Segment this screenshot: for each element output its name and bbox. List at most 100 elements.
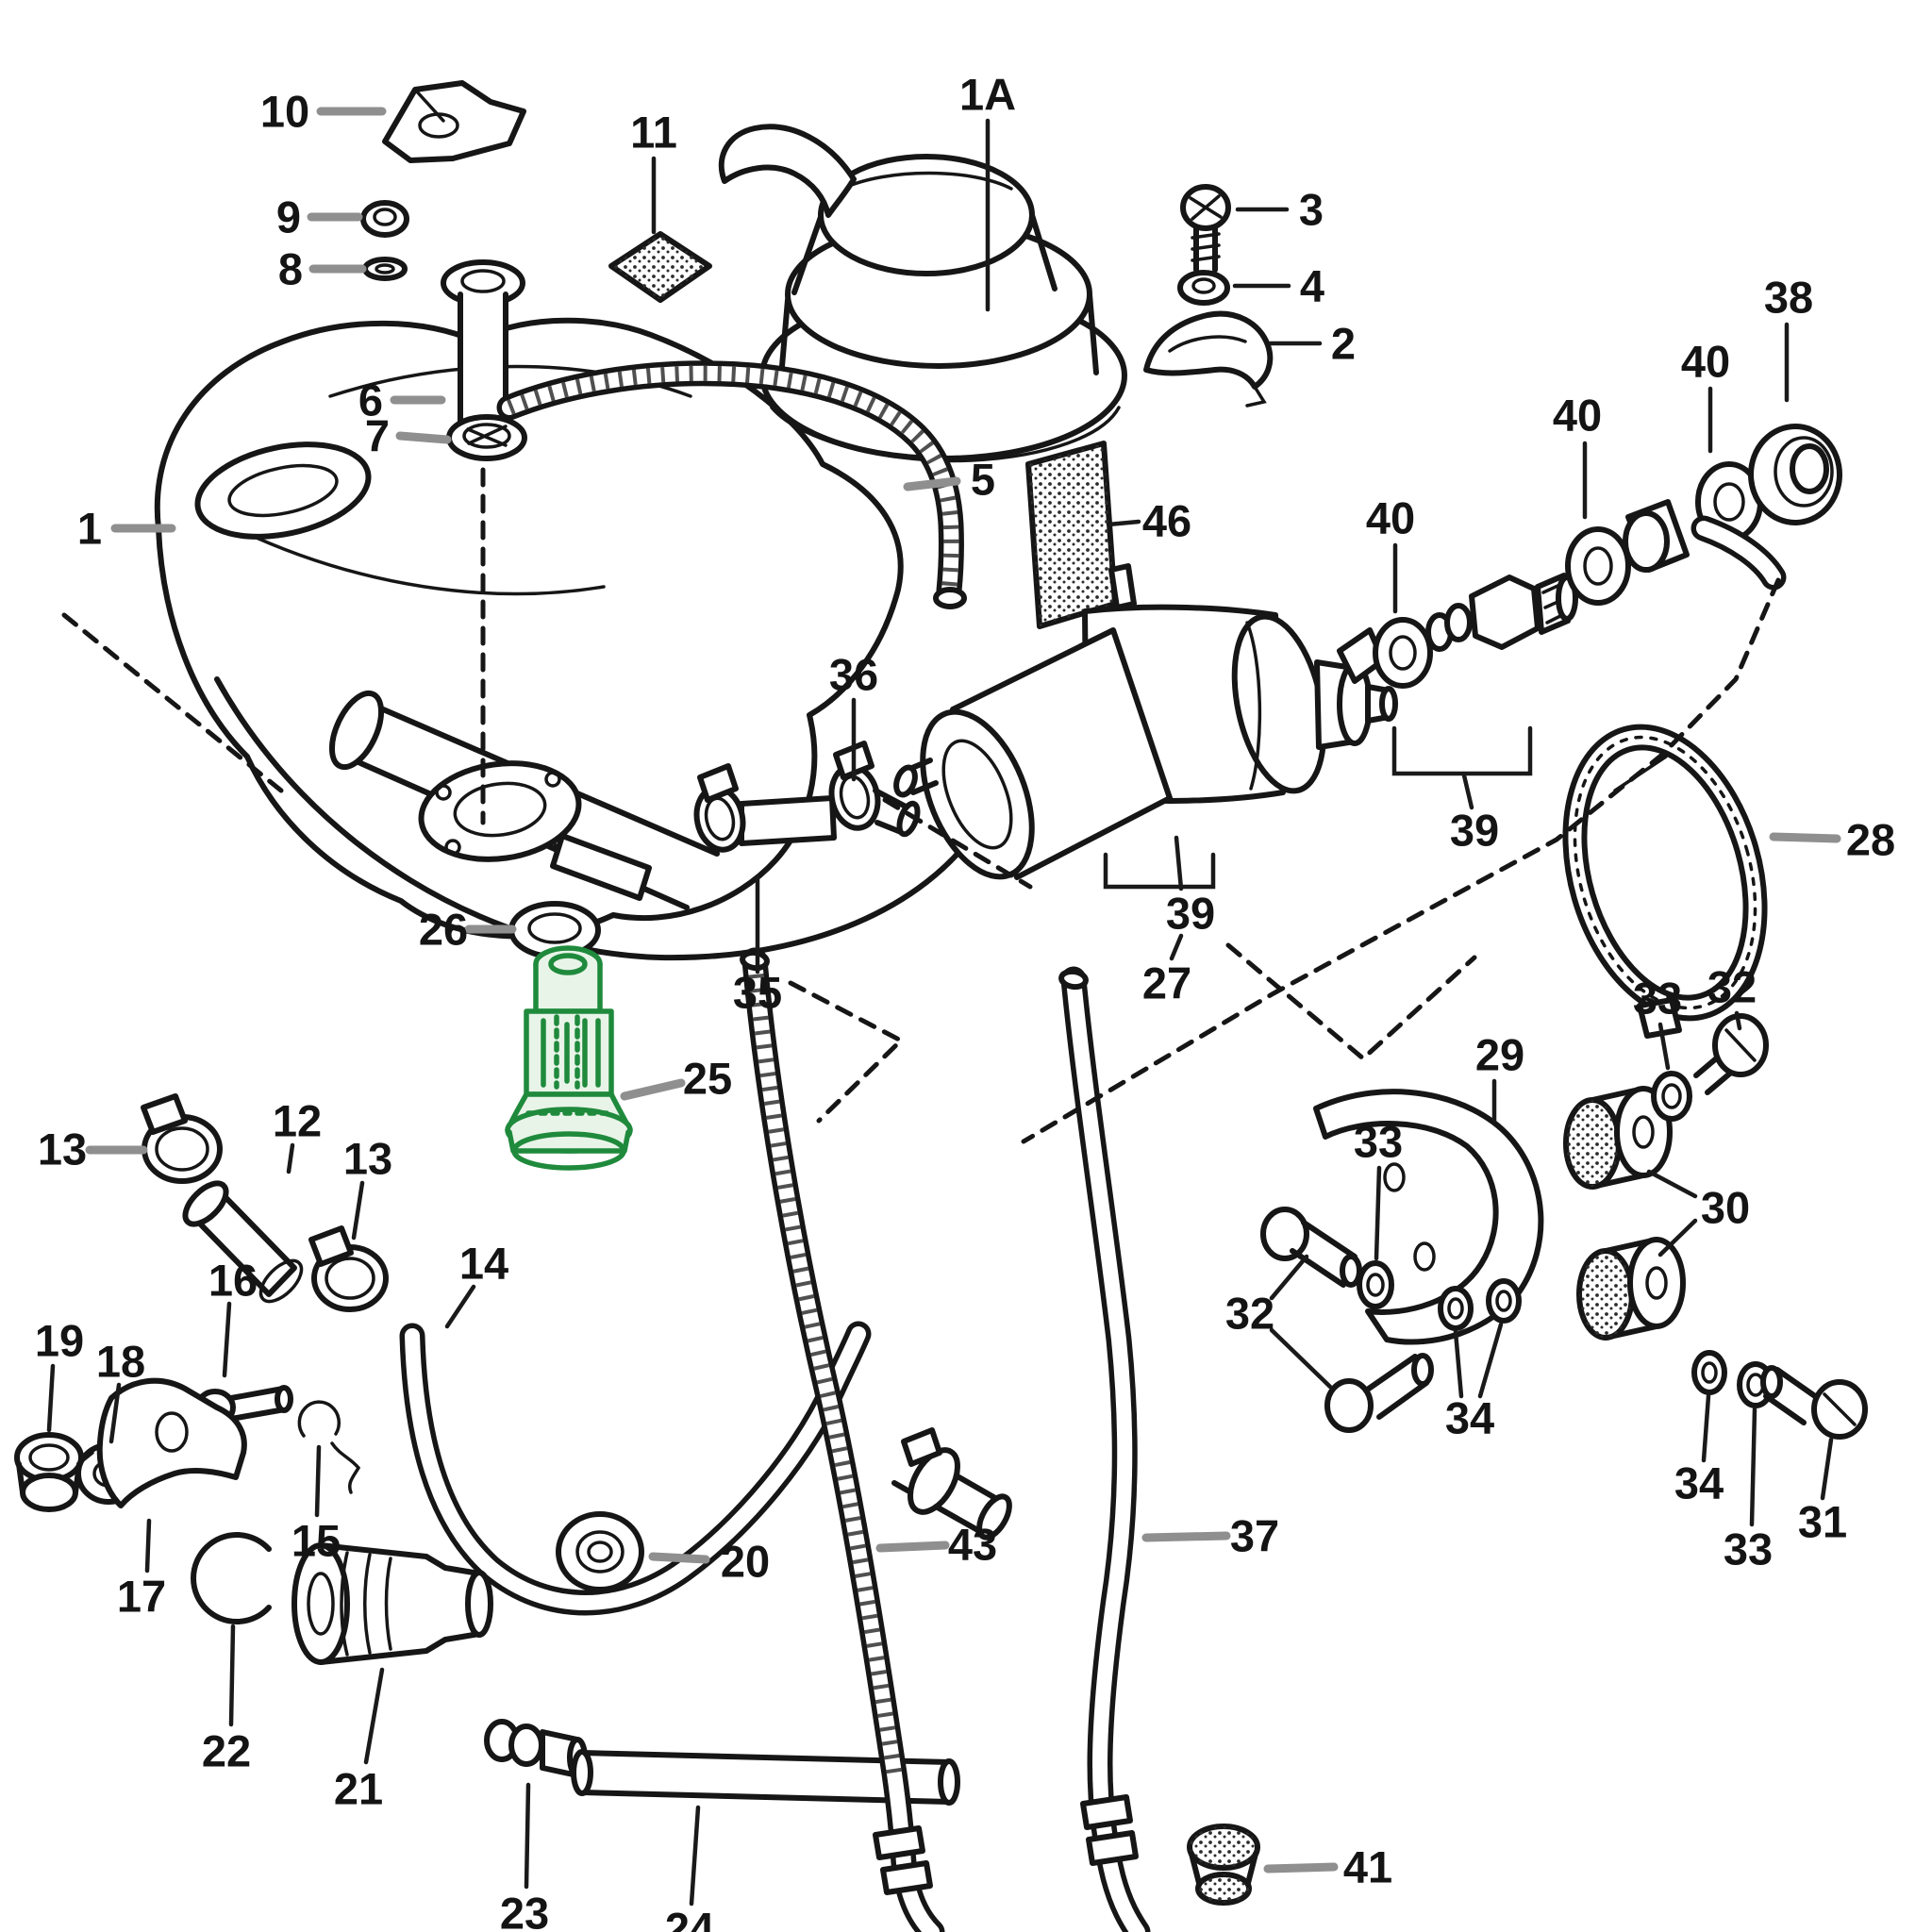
part-30-rubber-mounts xyxy=(1563,1086,1686,1341)
leader-line-7 xyxy=(395,431,452,444)
part-label-38-13: 38 xyxy=(1764,273,1813,323)
part-6-filler-tube xyxy=(441,259,525,444)
part-label-21-35: 21 xyxy=(334,1764,383,1814)
part-11-pad xyxy=(608,231,712,303)
callout-bracket xyxy=(1103,852,1216,890)
part-5-braided-hose xyxy=(496,360,967,609)
leader-line-15 xyxy=(314,1444,322,1518)
phantom-line xyxy=(1225,942,1477,1062)
part-label-24-38: 24 xyxy=(665,1904,714,1932)
part-label-11-3: 11 xyxy=(630,108,677,158)
part-label-37-40: 37 xyxy=(1230,1511,1279,1561)
part-32-bolts xyxy=(1260,1013,1769,1433)
part-17-bracket xyxy=(96,1377,247,1508)
callout-bracket xyxy=(1391,725,1533,776)
part-label-20-36: 20 xyxy=(721,1537,770,1587)
leader-line-14 xyxy=(444,1284,476,1329)
leader-line-21 xyxy=(363,1667,385,1765)
part-15-clip xyxy=(297,1400,361,1494)
leader-line-20 xyxy=(648,1552,710,1564)
part-label-15-32: 15 xyxy=(291,1516,341,1566)
callout-labels-layer: 109811671A342154638404040393927283635262… xyxy=(35,70,1895,1932)
part-label-25-24[interactable]: 25 xyxy=(683,1054,732,1104)
part-25-fuel-strainer-highlighted[interactable] xyxy=(505,945,633,1171)
part-35-hose-and-36-clamps xyxy=(550,741,921,901)
part-label-12-26: 12 xyxy=(273,1096,322,1146)
part-label-33-43: 33 xyxy=(1633,974,1682,1024)
leader-line-13 xyxy=(351,1180,365,1241)
part-label-23-37: 23 xyxy=(500,1889,549,1932)
part-label-32-47: 32 xyxy=(1225,1289,1274,1339)
leader-line-33 xyxy=(1749,1407,1757,1527)
part-label-5-11: 5 xyxy=(971,455,995,505)
part-14-hose xyxy=(399,1321,1012,1616)
part-label-39-17: 39 xyxy=(1450,806,1499,856)
part-label-10-0: 10 xyxy=(260,87,309,137)
part-label-1A-6: 1A xyxy=(959,70,1016,120)
leader-line-12 xyxy=(286,1142,295,1174)
part-12-hose xyxy=(182,1180,304,1304)
part-43-hose xyxy=(740,947,945,1932)
part-9-nut xyxy=(360,200,409,238)
leader-line-24 xyxy=(689,1805,701,1907)
part-label-2-9: 2 xyxy=(1331,319,1356,369)
part-label-41-41: 41 xyxy=(1343,1842,1392,1892)
part-label-30-45: 30 xyxy=(1701,1183,1750,1233)
leader-line-25 xyxy=(620,1078,686,1101)
part-label-17-33: 17 xyxy=(117,1572,166,1622)
leader-line-27 xyxy=(1169,933,1184,961)
leader-line-41 xyxy=(1263,1862,1339,1874)
part-19-cap xyxy=(14,1432,84,1512)
part-13-clamps xyxy=(141,1093,389,1312)
leader-line-16 xyxy=(222,1301,232,1378)
leader-line-30 xyxy=(1657,1218,1698,1257)
leader-line-31 xyxy=(1820,1437,1834,1501)
part-label-13-27: 13 xyxy=(343,1134,392,1184)
leader-line-39 xyxy=(1174,835,1184,891)
leader-line-39 xyxy=(1461,773,1474,810)
part-24-hose xyxy=(571,1749,960,1806)
part-label-43-39: 43 xyxy=(948,1520,997,1570)
part-label-33-46: 33 xyxy=(1354,1117,1403,1167)
part-label-26-23: 26 xyxy=(419,905,468,955)
part-label-6-4: 6 xyxy=(358,375,383,425)
leader-line-37 xyxy=(1141,1531,1231,1542)
leader-line-22 xyxy=(228,1624,236,1727)
part-label-27-19: 27 xyxy=(1142,958,1191,1008)
part-label-40-15: 40 xyxy=(1553,391,1602,441)
part-label-16-29: 16 xyxy=(208,1256,258,1306)
leader-line-18 xyxy=(108,1382,122,1444)
leader-line-17 xyxy=(144,1518,152,1574)
leader-line-34 xyxy=(1477,1322,1504,1399)
part-label-28-20: 28 xyxy=(1846,815,1895,865)
part-41-plug xyxy=(1187,1824,1260,1906)
part-7-cap xyxy=(446,414,527,461)
leader-line-19 xyxy=(46,1363,56,1433)
part-46-pad xyxy=(1025,441,1118,629)
part-label-1-10: 1 xyxy=(77,504,102,554)
phantom-lines-layer xyxy=(61,467,1781,1144)
part-10-bracket xyxy=(382,80,526,163)
part-label-34-49: 34 xyxy=(1674,1458,1724,1508)
part-27-fuel-pump xyxy=(893,563,1398,880)
part-34-washers xyxy=(1438,1278,1727,1395)
part-label-33-50: 33 xyxy=(1724,1524,1773,1574)
part-label-31-51: 31 xyxy=(1798,1497,1847,1547)
leader-line-32 xyxy=(1734,1010,1742,1031)
leader-line-33 xyxy=(1374,1165,1382,1261)
part-label-4-8: 4 xyxy=(1300,261,1324,311)
part-label-8-2: 8 xyxy=(278,244,303,294)
part-label-40-16: 40 xyxy=(1366,493,1415,543)
phantom-line xyxy=(61,612,284,793)
leader-line-33 xyxy=(1657,1022,1671,1071)
part-8-washer xyxy=(362,257,408,281)
part-label-34-48: 34 xyxy=(1445,1393,1494,1443)
leader-line-46 xyxy=(1106,519,1141,527)
part-4-nut xyxy=(1177,270,1230,306)
phantom-line xyxy=(882,797,1033,890)
leader-line-34 xyxy=(1701,1393,1711,1463)
part-label-40-14: 40 xyxy=(1681,337,1730,387)
leader-line-43 xyxy=(875,1541,950,1553)
